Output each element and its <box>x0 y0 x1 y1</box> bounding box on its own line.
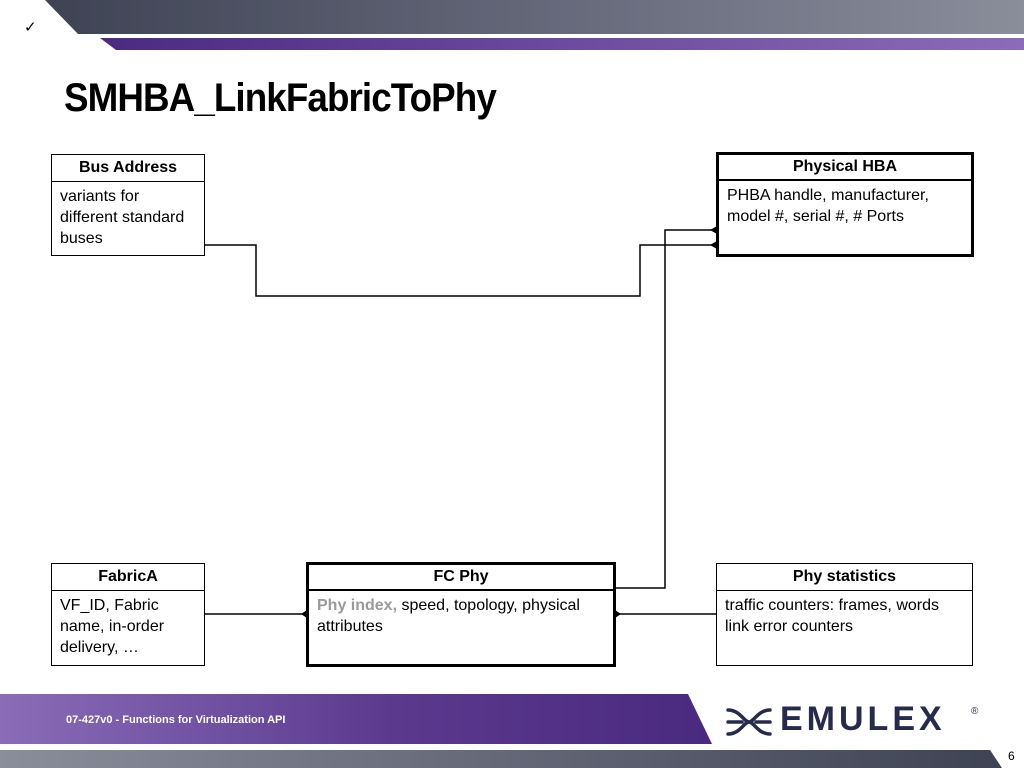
fc-phy-body: Phy index, speed, topology, physical att… <box>309 591 613 641</box>
bus-to-hba-connector <box>205 244 717 297</box>
fc-phy-attributes: speed, topology, physical attributes <box>317 597 580 635</box>
fcphy-to-hba-connector <box>615 229 717 589</box>
phy-index-key: Phy index, <box>317 597 398 614</box>
fabric-a-body: VF_ID, Fabric name, in-order delivery, … <box>60 597 165 656</box>
physical-hba-body: PHBA handle, manufacturer, model #, seri… <box>727 187 929 225</box>
phy-statistics-box: Phy statistics traffic counters: frames,… <box>716 563 973 666</box>
emulex-wordmark: EMULEX <box>780 700 946 738</box>
slide-title: SMHBA_LinkFabricToPhy <box>64 76 497 120</box>
physical-hba-title: Physical HBA <box>719 155 971 181</box>
fc-phy-box: FC Phy Phy index, speed, topology, physi… <box>306 562 616 667</box>
phy-statistics-title: Phy statistics <box>717 564 972 591</box>
header-band <box>45 0 1024 50</box>
bus-address-box: Bus Address variants for different stand… <box>51 154 205 256</box>
fc-phy-title: FC Phy <box>309 565 613 591</box>
fabric-a-title: FabricA <box>52 564 204 591</box>
emulex-logo: EMULEX ® <box>724 700 984 740</box>
physical-hba-box: Physical HBA PHBA handle, manufacturer, … <box>716 152 974 257</box>
check-icon: ✓ <box>24 18 37 36</box>
footer-text: 07-427v0 - Functions for Virtualization … <box>66 714 286 726</box>
footer-band <box>0 694 1002 768</box>
bus-address-body: variants for different standard buses <box>60 188 185 247</box>
registered-mark: ® <box>971 706 979 717</box>
bus-address-title: Bus Address <box>52 155 204 182</box>
page-number: 6 <box>1008 749 1015 763</box>
emulex-mark-icon <box>726 708 772 736</box>
phy-statistics-body: traffic counters: frames, words link err… <box>725 597 939 635</box>
fabric-a-box: FabricA VF_ID, Fabric name, in-order del… <box>51 563 205 666</box>
